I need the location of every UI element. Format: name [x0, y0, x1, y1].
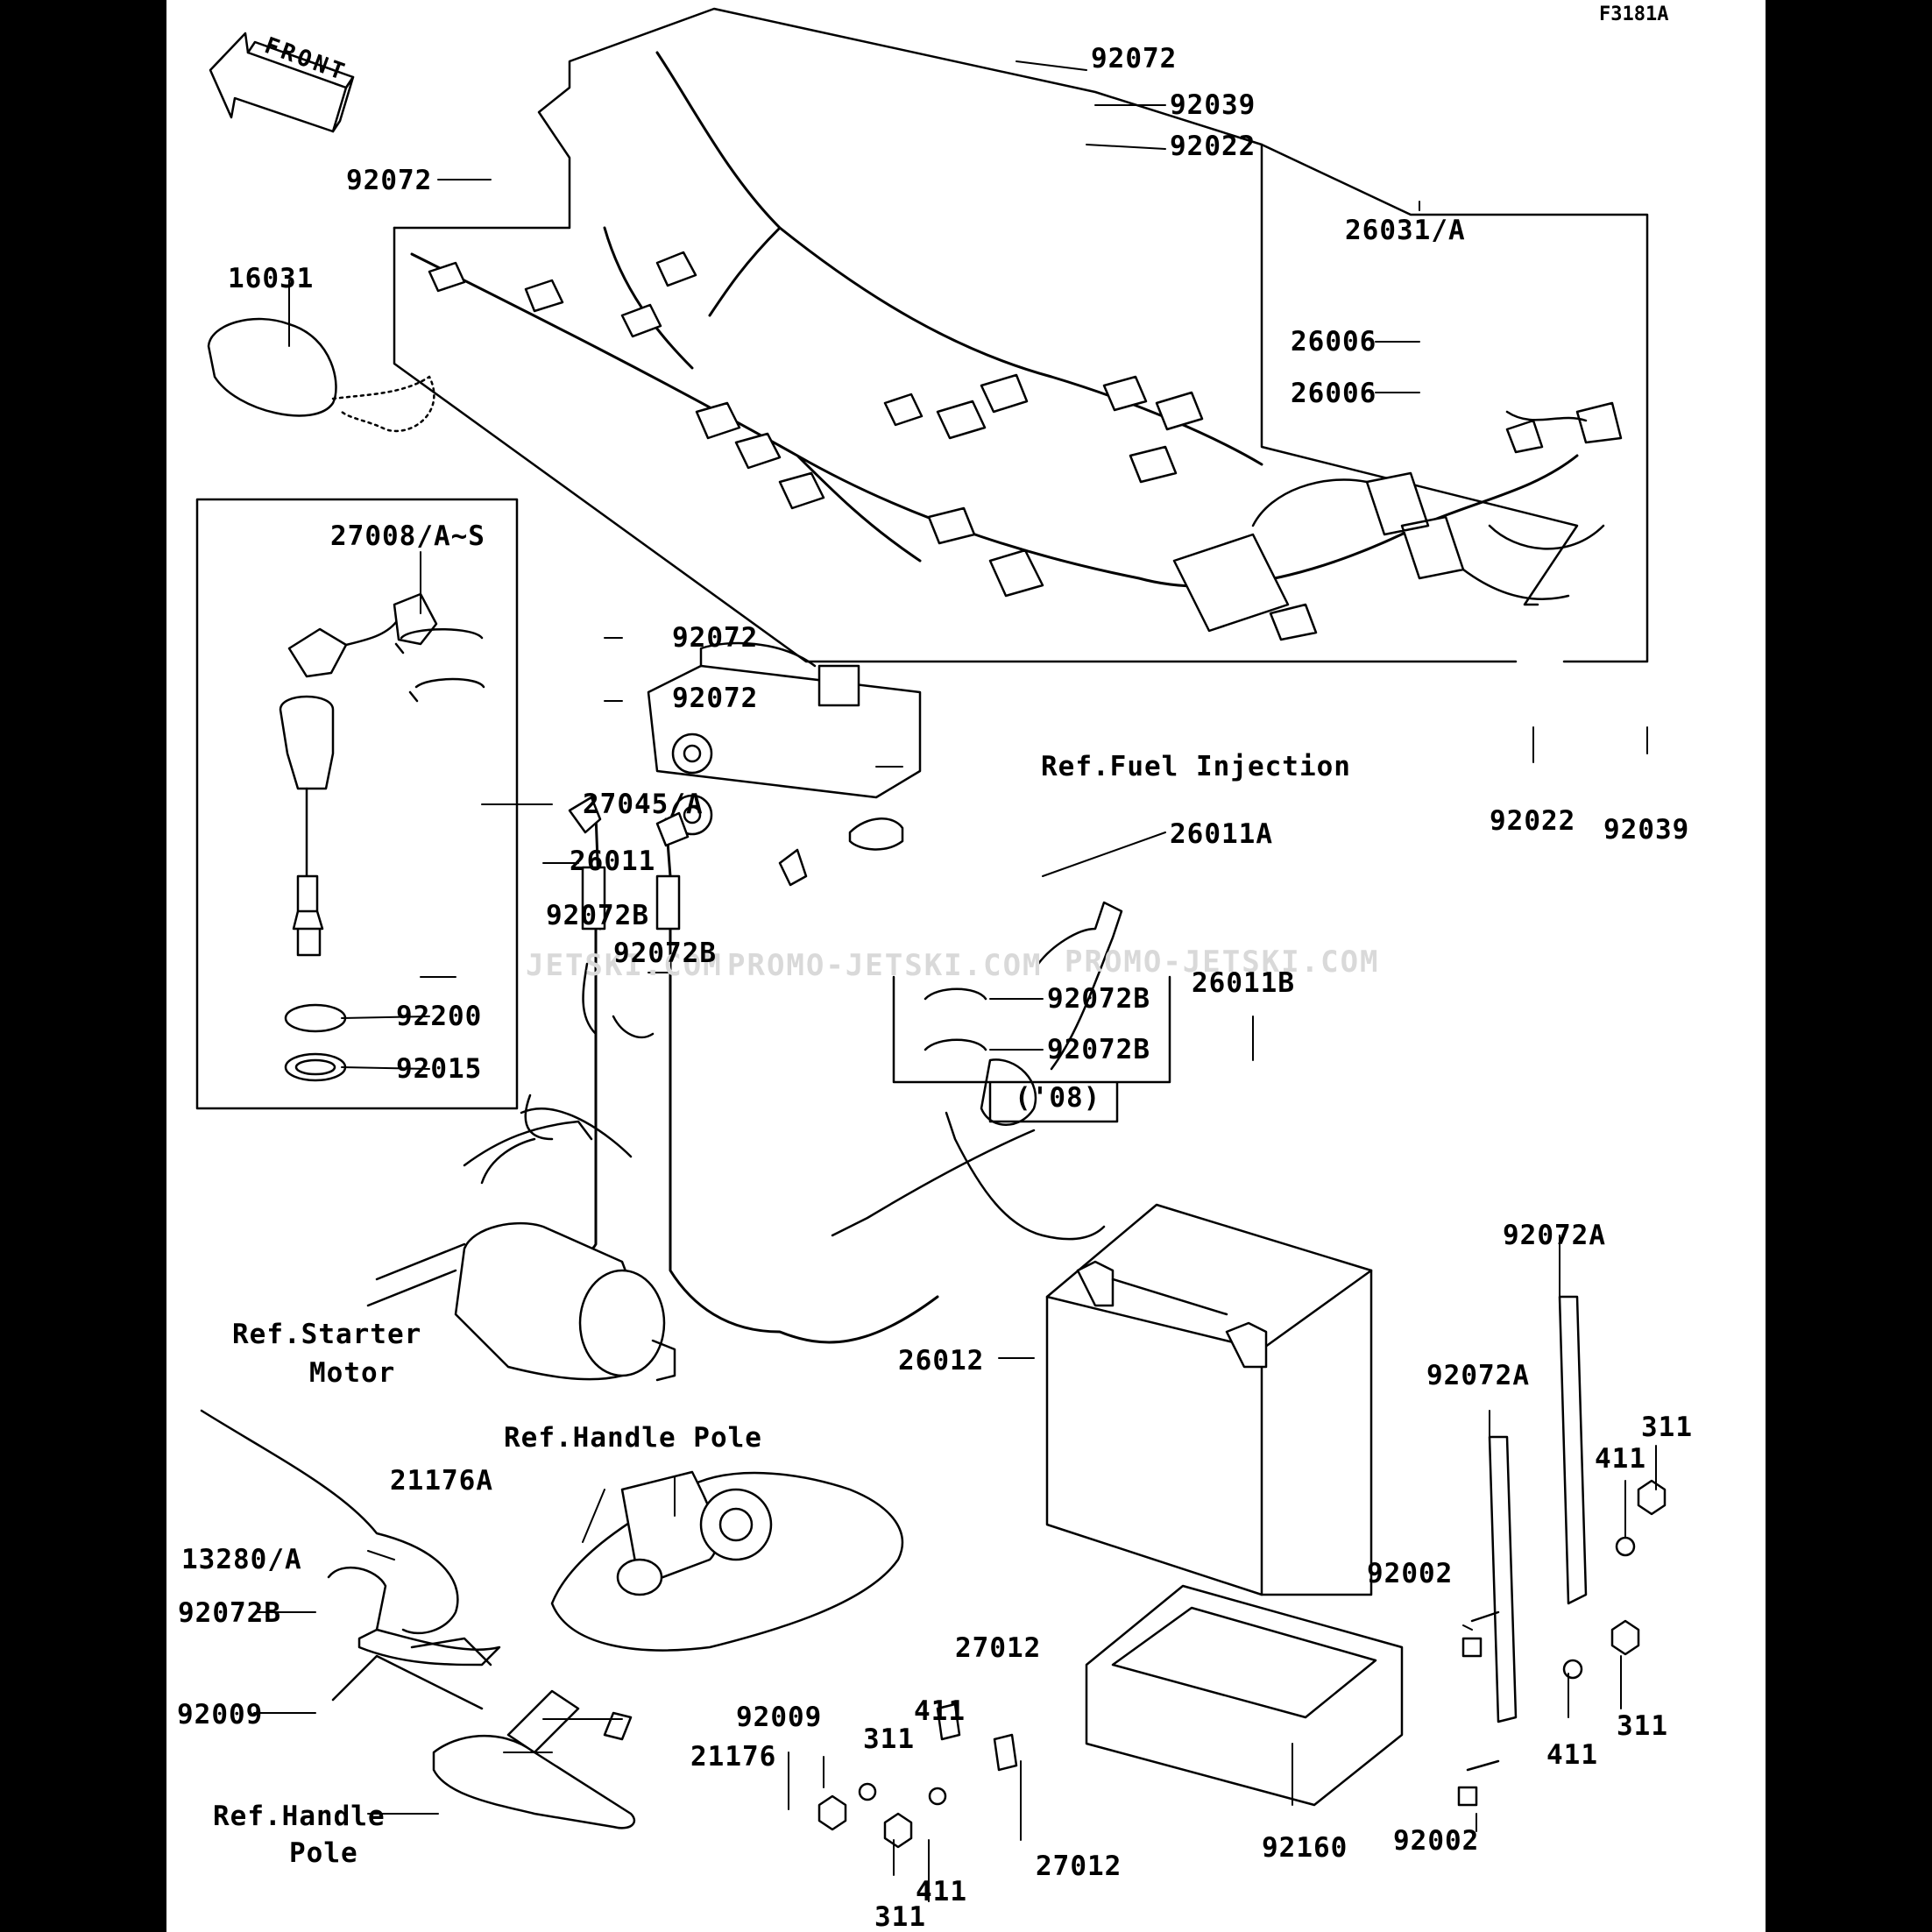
part-label: ('08) [1015, 1082, 1101, 1114]
battery-cable-26011a [666, 819, 938, 1342]
year-08-bracket [894, 977, 1170, 1122]
part-label: 411 [1595, 1443, 1646, 1475]
part-label: 26012 [898, 1345, 985, 1376]
part-label: 92002 [1367, 1558, 1454, 1589]
watermark: PROMO-JETSKI.COM [1065, 945, 1380, 980]
part-label: 92072A [1426, 1360, 1530, 1391]
part-label: Ref.Handle [213, 1801, 386, 1832]
part-label: 92160 [1262, 1832, 1348, 1864]
part-label: 92072 [672, 683, 759, 714]
part-label: 92009 [736, 1702, 823, 1733]
part-label: 311 [874, 1901, 926, 1932]
parts-diagram-sheet: F3181A FRONT JETSKI.COM PROMO-JETSKI.COM… [166, 0, 1766, 1932]
part-label: 92002 [1393, 1825, 1480, 1857]
part-label: 92072B [1047, 983, 1150, 1015]
part-label: 311 [1617, 1710, 1668, 1742]
part-label: Ref.Fuel Injection [1041, 751, 1351, 782]
part-label: 26011B [1192, 967, 1295, 999]
part-label: 92072 [1091, 43, 1178, 74]
part-label: 21176A [390, 1465, 493, 1497]
watermark: JETSKI.COM [526, 948, 723, 983]
battery-strap-92072a [1490, 1297, 1586, 1722]
part-label: Pole [289, 1837, 358, 1869]
part-label: 16031 [228, 263, 315, 294]
part-label: 27012 [955, 1632, 1042, 1664]
part-label: 311 [863, 1723, 915, 1755]
part-label: 92015 [396, 1053, 483, 1085]
part-label: 92022 [1170, 131, 1256, 162]
part-label: 26011A [1170, 818, 1273, 850]
front-arrow-icon [210, 33, 353, 131]
starter-motor-icon [368, 1223, 675, 1380]
part-label: 27045/A [583, 789, 704, 820]
part-label: 411 [914, 1695, 966, 1727]
part-label: 411 [916, 1876, 967, 1907]
part-label: 92039 [1170, 89, 1256, 121]
parts-diagram-drawing [166, 0, 1766, 1932]
part-label: 92039 [1603, 814, 1690, 846]
figure-code: F3181A [1599, 4, 1669, 25]
part-label: 92072B [613, 938, 717, 969]
part-label: 21176 [690, 1741, 777, 1773]
part-label: 311 [1641, 1412, 1693, 1443]
handle-pole-icon [552, 1472, 902, 1650]
battery-tray-icon [1086, 1586, 1402, 1805]
part-label: 13280/A [181, 1544, 302, 1575]
float-key-icon [209, 319, 434, 431]
watermark: PROMO-JETSKI.COM [727, 948, 1043, 983]
part-label: 92072B [1047, 1034, 1150, 1065]
part-label: 92200 [396, 1001, 483, 1032]
harness-outline [394, 9, 1647, 662]
part-label: 92009 [177, 1699, 264, 1730]
battery-icon [1047, 1205, 1371, 1595]
part-label: 27012 [1036, 1851, 1122, 1882]
part-label: Ref.Handle Pole [504, 1422, 762, 1454]
part-label: 26011 [570, 846, 656, 877]
part-label: 26006 [1291, 378, 1377, 409]
part-label: 92072 [346, 165, 433, 196]
part-label: 26031/A [1345, 215, 1466, 246]
wiring-harness [412, 53, 1577, 586]
part-label: 92072B [178, 1597, 281, 1629]
part-label: 92072B [546, 900, 649, 931]
part-label: 92022 [1490, 805, 1576, 837]
part-label: 92072A [1503, 1220, 1606, 1251]
part-label: 92072 [672, 622, 759, 654]
part-label: Motor [309, 1357, 396, 1389]
part-label: 411 [1546, 1739, 1598, 1771]
part-label: 26006 [1291, 326, 1377, 357]
part-label: 27008/A~S [330, 520, 485, 552]
part-label: Ref.Starter [232, 1319, 422, 1350]
